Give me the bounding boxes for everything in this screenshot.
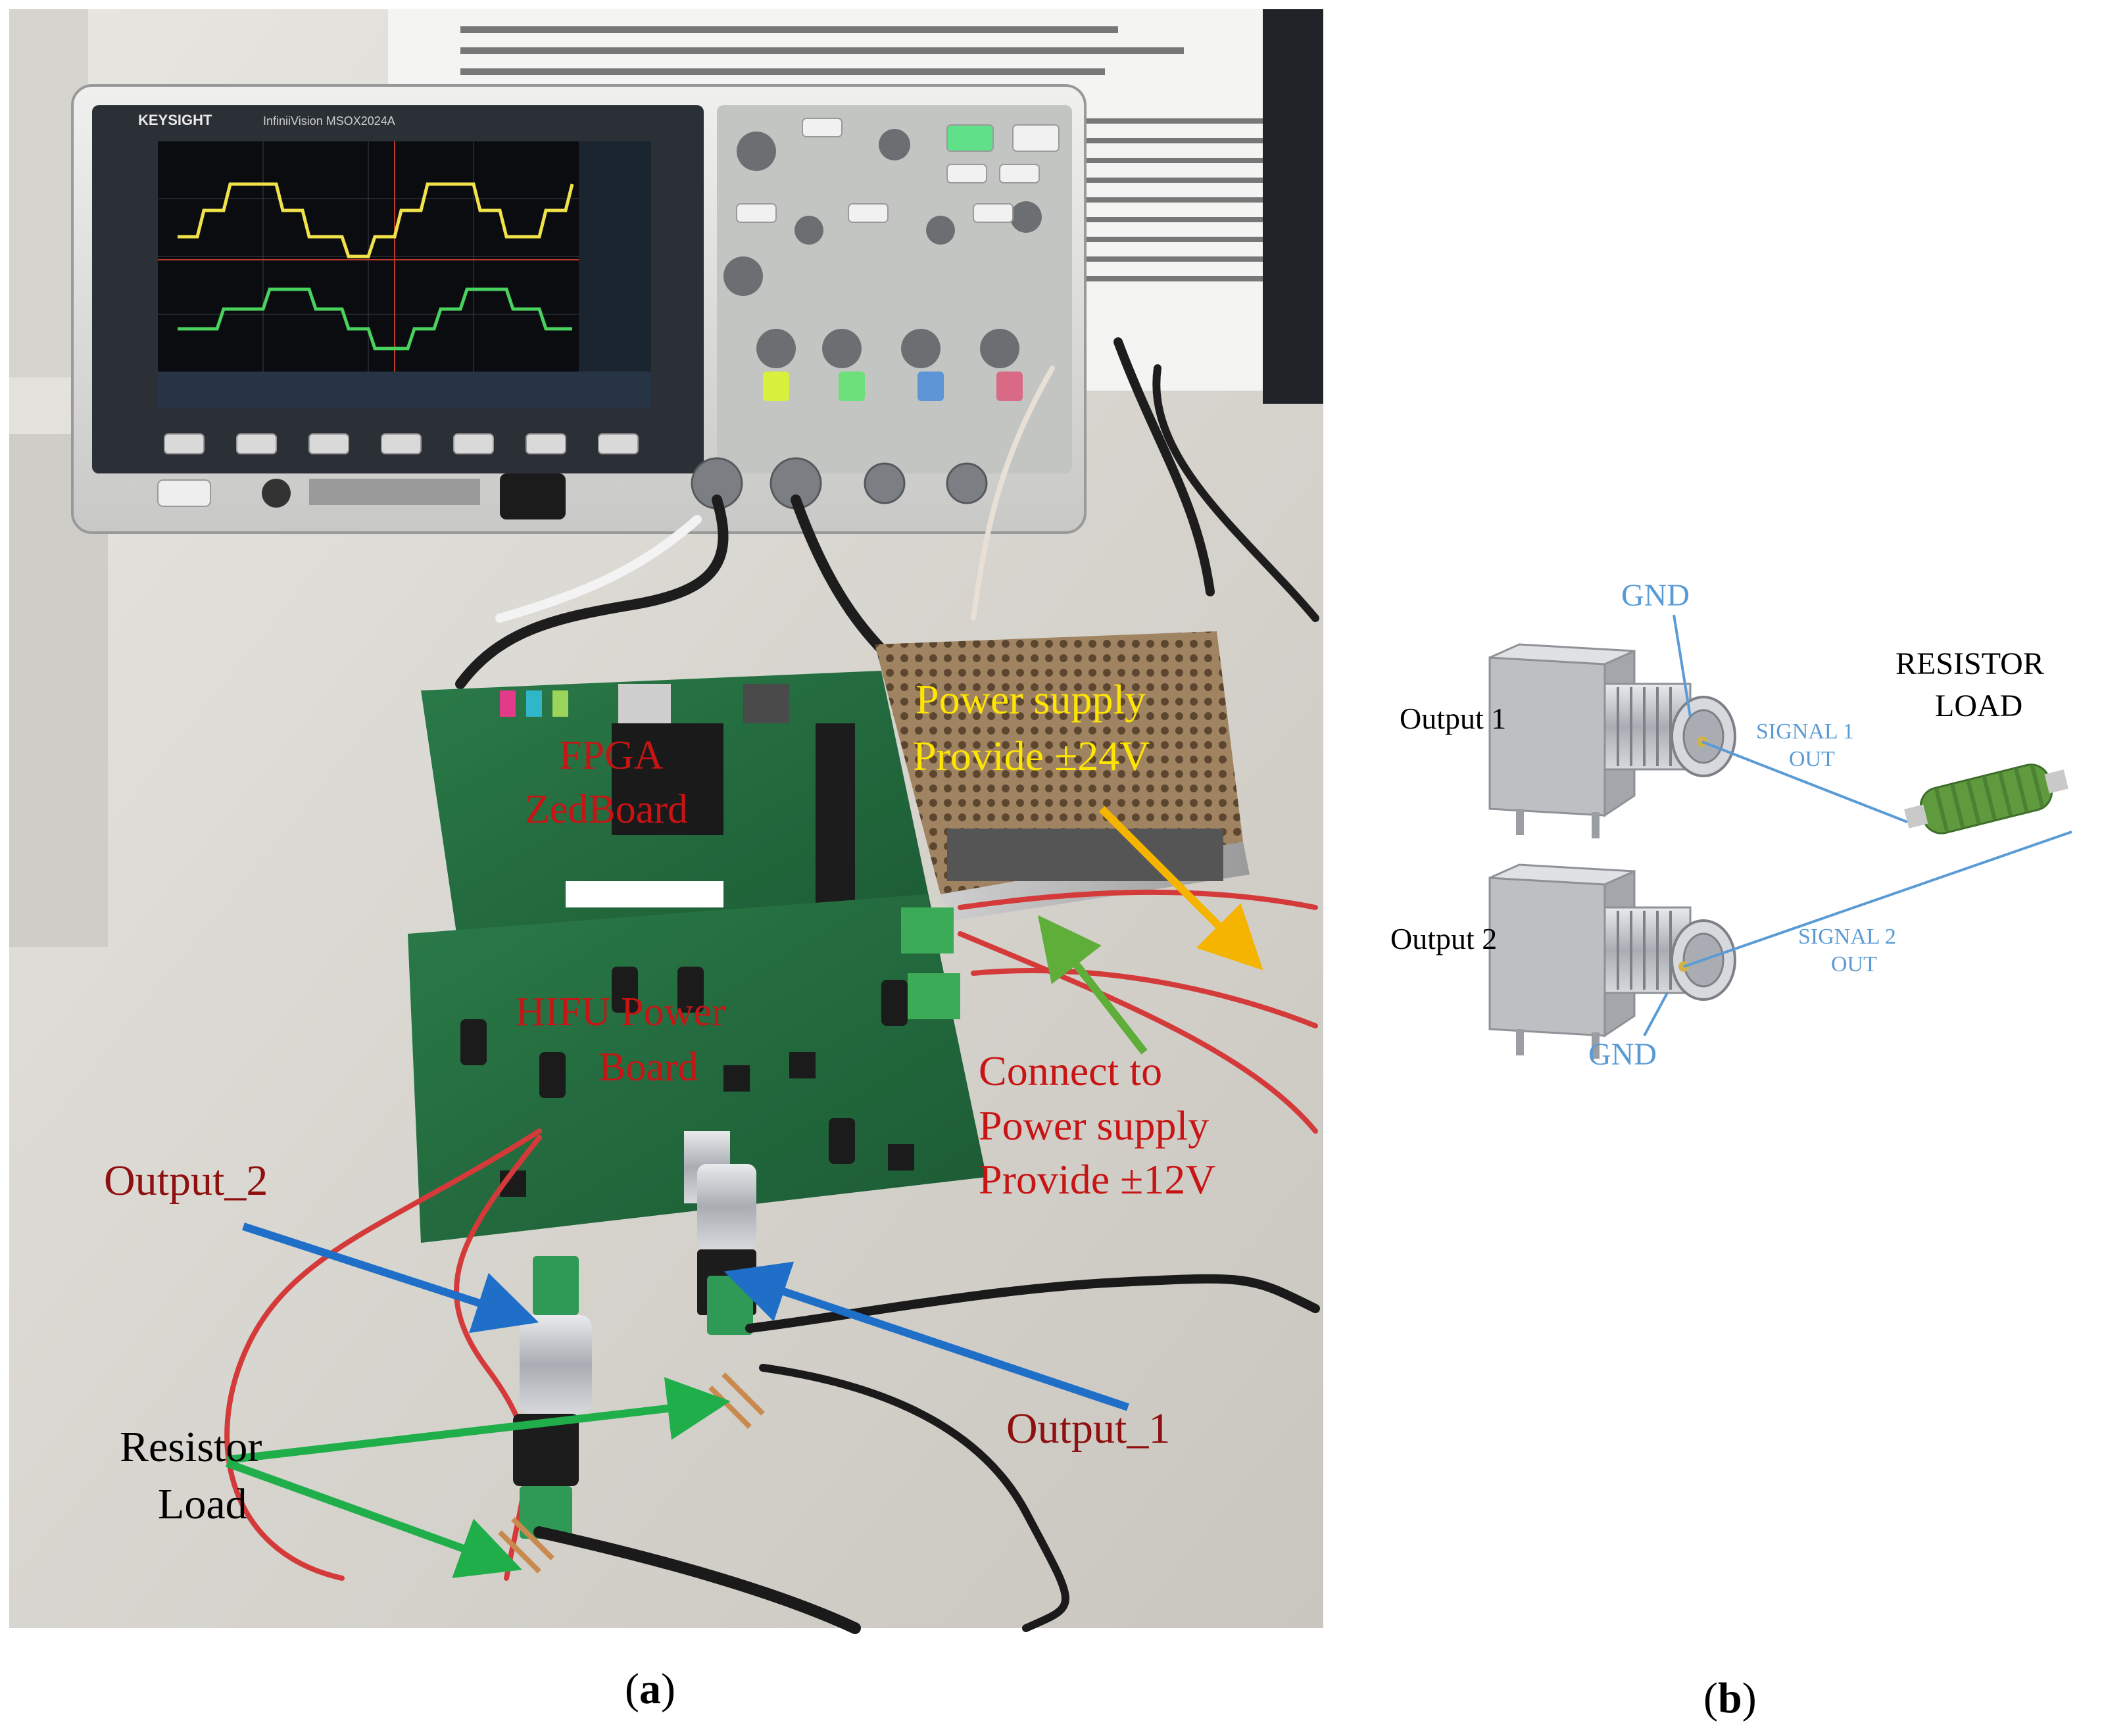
panel-b-caption: (b) — [1703, 1677, 1757, 1720]
panel-a-caption: (a) — [625, 1668, 675, 1711]
power-supply-24v-label-line1: Power supply — [916, 676, 1146, 723]
channel-1-waveform — [178, 182, 574, 258]
signal-1-wire — [1701, 740, 1908, 823]
resistor-load-diagram-label-line1: RESISTOR — [1895, 646, 2044, 681]
panel-b-caption-close: ) — [1742, 1674, 1757, 1722]
gnd-wire-top — [1673, 614, 1692, 717]
power-supply-12v-label-line3: Provide ±12V — [979, 1156, 1216, 1203]
output-2-label: Output_2 — [104, 1157, 268, 1205]
power-supply-12v-label-line1: Connect to — [979, 1048, 1163, 1094]
channel-2-waveform — [178, 287, 572, 350]
fpga-zedboard — [421, 671, 934, 960]
fpga-label: FPGA — [559, 733, 664, 778]
oscilloscope-model: InfiniiVision MSOX2024A — [263, 114, 395, 128]
output-2-arrow — [242, 1222, 539, 1334]
panel-a-caption-close: ) — [660, 1665, 675, 1713]
resistor-load-diagram-label-line2: LOAD — [1935, 688, 2023, 723]
signal-2-wire — [1683, 831, 2072, 968]
power-supply-12v-label-line2: Power supply — [979, 1102, 1210, 1149]
output-1-label: Output_1 — [1006, 1405, 1171, 1453]
hifu-power-board-label-line2: Board — [599, 1045, 698, 1090]
resistor-arrow-1 — [226, 1377, 731, 1464]
panel-a-caption-open: ( — [625, 1665, 639, 1713]
oscilloscope: KEYSIGHT InfiniiVision MSOX2024A — [71, 84, 1087, 534]
signal-1-out-label-line1: SIGNAL 1 — [1756, 719, 1854, 744]
panel-a-caption-letter: a — [639, 1665, 661, 1713]
power-12v-arrow — [1037, 915, 1148, 1055]
signal-2-out-label-line1: SIGNAL 2 — [1798, 925, 1896, 949]
resistor-load-component — [1904, 763, 2068, 834]
photo-panel-a: KEYSIGHT InfiniiVision MSOX2024A — [9, 9, 1323, 1634]
output-2-terminal — [533, 1256, 579, 1315]
resistor-arrow-2 — [225, 1459, 522, 1578]
oscilloscope-brand: KEYSIGHT — [138, 112, 212, 128]
gnd-top-label: GND — [1621, 578, 1690, 613]
panel-b-caption-letter: b — [1717, 1674, 1742, 1722]
signal-2-out-label-line2: OUT — [1831, 952, 1877, 976]
output-2-diagram-label: Output 2 — [1390, 922, 1498, 955]
signal-1-out-label-line2: OUT — [1789, 747, 1835, 771]
output-1-diagram-label: Output 1 — [1400, 702, 1507, 735]
power-supply-24v-label-line2: Provide ±24V — [913, 733, 1150, 779]
hifu-power-board-label-line1: HIFU Power — [516, 990, 725, 1034]
hifu-power-board — [408, 894, 987, 1243]
output-1-arrow — [723, 1261, 1129, 1411]
output-2-bnc-jack — [1488, 863, 1736, 1059]
resistor-load-label-line2: Load — [158, 1480, 247, 1528]
gnd-bottom-label: GND — [1588, 1037, 1657, 1072]
zedboard-label: ZedBoard — [525, 787, 688, 832]
power-24v-arrow — [1098, 806, 1263, 971]
bnc-diagram-panel-b — [1488, 614, 2072, 1059]
output-1-bnc-jack — [1488, 643, 1736, 838]
panel-b-caption-open: ( — [1703, 1674, 1718, 1722]
gnd-wire-bottom — [1643, 992, 1669, 1036]
resistor-load-label-line1: Resistor — [120, 1423, 262, 1471]
panel-a-arrows — [225, 806, 1263, 1578]
